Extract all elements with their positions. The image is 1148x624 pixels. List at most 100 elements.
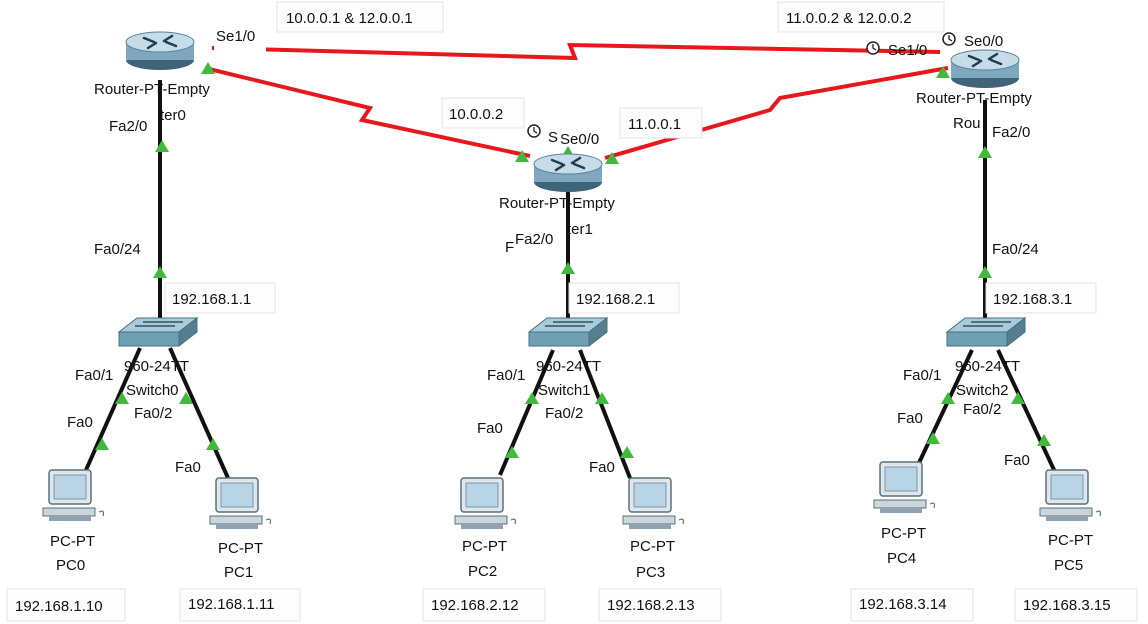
pc-pc5[interactable] — [1039, 469, 1102, 521]
switch-model-label: 960-24TT — [955, 358, 1020, 375]
link-up-indicator — [115, 392, 129, 404]
pc-pc4[interactable] — [873, 461, 936, 513]
pc-model-label: PC-PT — [630, 538, 675, 555]
svg-text:192.168.2.12: 192.168.2.12 — [431, 597, 519, 614]
port-label: S — [548, 129, 558, 146]
port-label: Fa0/2 — [963, 401, 1001, 418]
link-up-indicator — [1011, 392, 1025, 404]
port-label: Fa2/0 — [515, 231, 553, 248]
router-name-label: ter0 — [160, 107, 186, 124]
pc-model-label: PC-PT — [462, 538, 507, 555]
port-label: Fa0/2 — [134, 405, 172, 422]
pc-model-label: PC-PT — [50, 533, 95, 550]
link-up-indicator — [515, 150, 529, 162]
switch-s2[interactable] — [945, 316, 1027, 348]
switch-name-label: Switch0 — [126, 382, 179, 399]
port-label: Fa0 — [1004, 452, 1030, 469]
switch-model-label: 960-24TT — [124, 358, 189, 375]
pc-icon — [454, 477, 517, 529]
pc-ip-label: 192.168.3.14 — [850, 588, 974, 622]
port-label: Fa2/0 — [109, 118, 147, 135]
svg-text:192.168.2.1: 192.168.2.1 — [576, 291, 655, 308]
link-up-indicator — [155, 140, 169, 152]
link-up-indicator — [179, 392, 193, 404]
switch-s1[interactable] — [527, 316, 609, 348]
ip-label-lan3-gateway: 192.168.3.1 — [985, 282, 1097, 314]
pc-icon — [209, 477, 272, 529]
port-label: Se1/0 — [888, 42, 927, 59]
ip-label-r2-serial: 11.0.0.2 & 12.0.0.2 — [777, 1, 945, 33]
pc-ip-label: 192.168.1.10 — [6, 588, 126, 622]
pc-name-label: PC2 — [468, 563, 497, 580]
link-up-indicator — [926, 432, 940, 444]
ip-label-lan2-gateway: 192.168.2.1 — [568, 282, 680, 314]
ip-label-r0-serial: 10.0.0.1 & 12.0.0.1 — [276, 1, 444, 33]
port-label: Fa0/24 — [992, 241, 1039, 258]
svg-text:192.168.1.10: 192.168.1.10 — [15, 598, 103, 615]
pc-ip-label: 192.168.3.15 — [1014, 588, 1138, 622]
port-label: Fa0/2 — [545, 405, 583, 422]
serial-link — [211, 42, 941, 61]
port-label: Se0/0 — [560, 131, 599, 148]
router-r0[interactable] — [125, 31, 195, 70]
pc-name-label: PC1 — [224, 564, 253, 581]
switch-name-label: Switch1 — [538, 382, 591, 399]
link-up-indicator — [505, 446, 519, 458]
pc-name-label: PC5 — [1054, 557, 1083, 574]
pc-pc2[interactable] — [454, 477, 517, 529]
link-up-indicator — [1037, 434, 1051, 446]
port-label: Fa0/1 — [75, 367, 113, 384]
router-r1[interactable] — [533, 153, 603, 192]
pc-pc1[interactable] — [209, 477, 272, 529]
svg-text:11.0.0.1: 11.0.0.1 — [628, 116, 681, 133]
serial-link — [204, 66, 531, 158]
port-label: Se0/0 — [964, 33, 1003, 50]
port-label: Fa0 — [897, 410, 923, 427]
port-label: Se1/0 — [216, 28, 255, 45]
pc-icon — [1039, 469, 1102, 521]
link-up-indicator — [605, 152, 619, 164]
router-icon — [533, 153, 603, 192]
svg-text:192.168.2.13: 192.168.2.13 — [607, 597, 695, 614]
port-label: Fa0/24 — [94, 241, 141, 258]
pc-icon — [622, 477, 685, 529]
label-backdrop — [214, 44, 266, 52]
ethernet-link — [916, 349, 974, 466]
svg-text:192.168.3.1: 192.168.3.1 — [993, 291, 1072, 308]
switch-s0[interactable] — [117, 316, 199, 348]
link-up-indicator — [978, 146, 992, 158]
router-icon — [950, 49, 1020, 88]
pc-ip-label: 192.168.1.11 — [179, 588, 301, 622]
link-up-indicator — [561, 262, 575, 274]
link-up-indicator — [525, 392, 539, 404]
svg-text:192.168.1.1: 192.168.1.1 — [172, 291, 251, 308]
pc-model-label: PC-PT — [881, 525, 926, 542]
port-label: Fa0 — [67, 414, 93, 431]
svg-text:11.0.0.2 & 12.0.0.2: 11.0.0.2 & 12.0.0.2 — [786, 10, 912, 27]
pc-name-label: PC3 — [636, 564, 665, 581]
router-r2[interactable] — [950, 49, 1020, 88]
pc-icon — [42, 469, 105, 521]
clock-icon — [527, 124, 541, 138]
switch-icon — [945, 316, 1027, 348]
router-name-label: ter1 — [567, 221, 593, 238]
pc-name-label: PC4 — [887, 550, 916, 567]
svg-text:10.0.0.2: 10.0.0.2 — [449, 106, 503, 123]
pc-model-label: PC-PT — [1048, 532, 1093, 549]
port-label: F — [505, 239, 514, 256]
svg-text:192.168.1.11: 192.168.1.11 — [188, 596, 274, 613]
port-label: Fa0/1 — [487, 367, 525, 384]
pc-pc3[interactable] — [622, 477, 685, 529]
svg-text:192.168.3.14: 192.168.3.14 — [859, 596, 947, 613]
pc-pc0[interactable] — [42, 469, 105, 521]
link-up-indicator — [595, 392, 609, 404]
link-up-indicator — [936, 66, 950, 78]
ip-label-r1-right: 11.0.0.1 — [619, 107, 703, 139]
link-up-indicator — [201, 62, 215, 74]
ip-label-r1-left: 10.0.0.2 — [441, 97, 525, 129]
port-label: Fa0 — [589, 459, 615, 476]
switch-model-label: 960-24TT — [536, 358, 601, 375]
port-label: Fa0 — [175, 459, 201, 476]
svg-text:10.0.0.1 & 12.0.0.1: 10.0.0.1 & 12.0.0.1 — [286, 10, 413, 27]
